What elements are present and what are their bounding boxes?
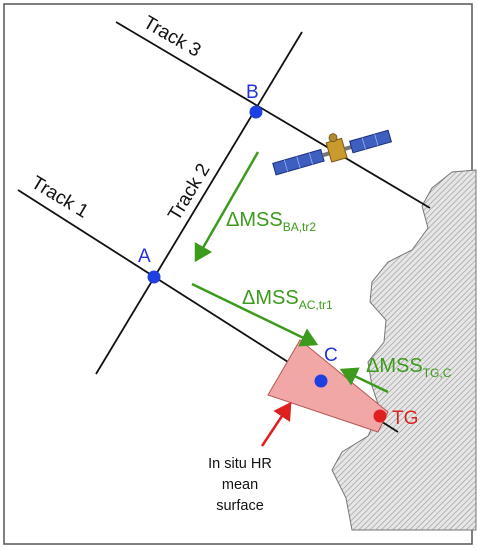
- tide-gauge-label: TG: [392, 408, 418, 429]
- delta-tgc-label: ΔMSSTG,C: [366, 355, 452, 380]
- point-a-marker: [147, 270, 161, 284]
- annotation-line-3: surface: [216, 498, 264, 514]
- delta-tgc-main: ΔMSS: [366, 355, 423, 377]
- in-situ-surface-region: [267, 339, 389, 433]
- delta-ba-arrow: [194, 151, 260, 263]
- tide-gauge-marker: [373, 409, 387, 423]
- delta-ac-label: ΔMSSAC,tr1: [242, 287, 333, 312]
- delta-ac-main: ΔMSS: [242, 287, 299, 309]
- point-b-marker: [249, 105, 263, 119]
- annotation-line-2: mean: [222, 477, 258, 493]
- delta-ac-arrow: [191, 282, 319, 347]
- delta-tgc-sub: TG,C: [423, 366, 452, 380]
- delta-ba-label: ΔMSSBA,tr2: [226, 209, 316, 234]
- delta-tgc-arrow: [339, 367, 389, 394]
- delta-ba-main: ΔMSS: [226, 209, 283, 231]
- coastline: [331, 169, 477, 531]
- point-c-marker: [314, 374, 328, 388]
- point-c-label: C: [324, 345, 338, 366]
- delta-ac-sub: AC,tr1: [299, 298, 333, 312]
- satellite-icon: [272, 129, 393, 176]
- track-2-line: [95, 31, 303, 375]
- track-3-line: [115, 21, 431, 209]
- point-b-label: B: [246, 82, 259, 103]
- surface-pointer-arrow: [260, 401, 292, 447]
- annotation-line-1: In situ HR: [208, 456, 272, 472]
- point-a-label: A: [138, 246, 151, 267]
- delta-ba-sub: BA,tr2: [283, 220, 317, 234]
